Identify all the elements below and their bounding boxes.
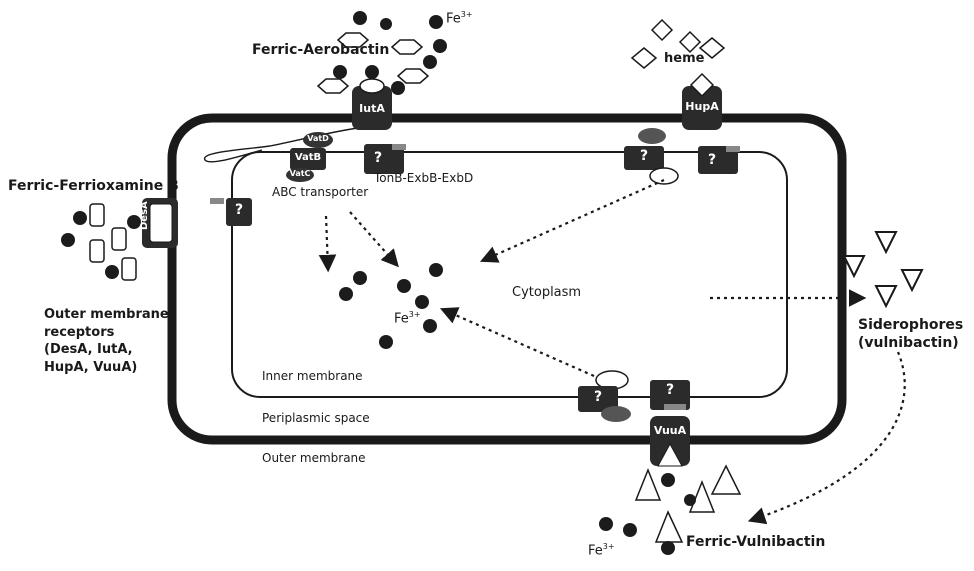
- desa-label: DesA: [139, 216, 150, 230]
- iron-ion: [353, 11, 367, 25]
- inner-membrane-label: Inner membrane: [262, 370, 363, 384]
- iron-ion: [429, 263, 443, 277]
- vatc-label: VatC: [286, 169, 314, 178]
- unknown-protein-label: ?: [650, 382, 690, 398]
- iron-ion: [599, 517, 613, 531]
- iron-ion: [391, 81, 405, 95]
- ferric-ferrioxamine-label: Ferric-Ferrioxamine B: [8, 178, 179, 194]
- aerobactin-hexagon: [318, 79, 348, 93]
- outer-membrane-label: Outer membrane: [262, 452, 366, 466]
- iron-ion: [423, 55, 437, 69]
- ferrioxamine-cluster: [61, 204, 141, 280]
- iron-ion: [397, 279, 411, 293]
- iron-ion: [61, 233, 75, 247]
- hupa-label: HupA: [682, 100, 722, 113]
- vuua-label: VuuA: [650, 424, 690, 437]
- unknown-protein-label: ?: [624, 148, 664, 164]
- heme-diamond: [680, 32, 700, 52]
- iron-ion: [353, 271, 367, 285]
- iron-ion: [365, 65, 379, 79]
- fe-top-label: Fe3+: [446, 10, 473, 27]
- outer-membrane-receptors-label: Outer membrane receptors (DesA, IutA, Hu…: [44, 306, 169, 376]
- vatd-label: VatD: [304, 134, 332, 143]
- iron-ion: [380, 18, 392, 30]
- iron-ion: [379, 335, 393, 349]
- siderophores-cluster: [844, 232, 922, 306]
- unknown-protein-label: ?: [578, 389, 618, 405]
- iron-ion: [423, 319, 437, 333]
- heme-label: heme: [664, 52, 704, 67]
- tonb-tether: [205, 128, 358, 162]
- iron-ion: [429, 15, 443, 29]
- cytoplasm-iron-pool: [339, 263, 443, 349]
- iron-ion: [415, 295, 429, 309]
- unknown-protein-label: ?: [364, 150, 392, 166]
- cytoplasm-label: Cytoplasm: [512, 286, 581, 301]
- aerobactin-hexagon: [392, 40, 422, 54]
- iron-ion: [623, 523, 637, 537]
- periplasmic-space-label: Periplasmic space: [262, 412, 370, 426]
- aerobactin-hexagon: [398, 69, 428, 83]
- iron-ion: [73, 211, 87, 225]
- heme-diamond: [652, 20, 672, 40]
- fe-center-label: Fe3+: [394, 310, 421, 327]
- iron-ion: [333, 65, 347, 79]
- iron-ion: [433, 39, 447, 53]
- ferric-aerobactin-label: Ferric-Aerobactin: [252, 42, 389, 58]
- heme-diamond: [632, 48, 656, 68]
- vatb-label: VatB: [290, 152, 326, 163]
- siderophores-label: Siderophores (vulnibactin): [858, 316, 963, 352]
- ferric-vulnibactin-label: Ferric-Vulnibactin: [686, 534, 825, 550]
- abc-transporter-label: ABC transporter: [272, 186, 368, 200]
- fe-bottom-label: Fe3+: [588, 542, 615, 559]
- iuta-label: IutA: [352, 102, 392, 115]
- unknown-protein-label: ?: [226, 202, 252, 218]
- iron-ion: [661, 541, 675, 555]
- tonb-exbb-exbd-label: TonB-ExbB-ExbD: [374, 172, 473, 186]
- iron-ion: [661, 473, 675, 487]
- iron-ion: [684, 494, 696, 506]
- transport-arrows: [326, 180, 905, 520]
- outer-membrane: [172, 118, 842, 440]
- iron-ion: [105, 265, 119, 279]
- iron-ion: [339, 287, 353, 301]
- unknown-protein-label: ?: [698, 152, 726, 168]
